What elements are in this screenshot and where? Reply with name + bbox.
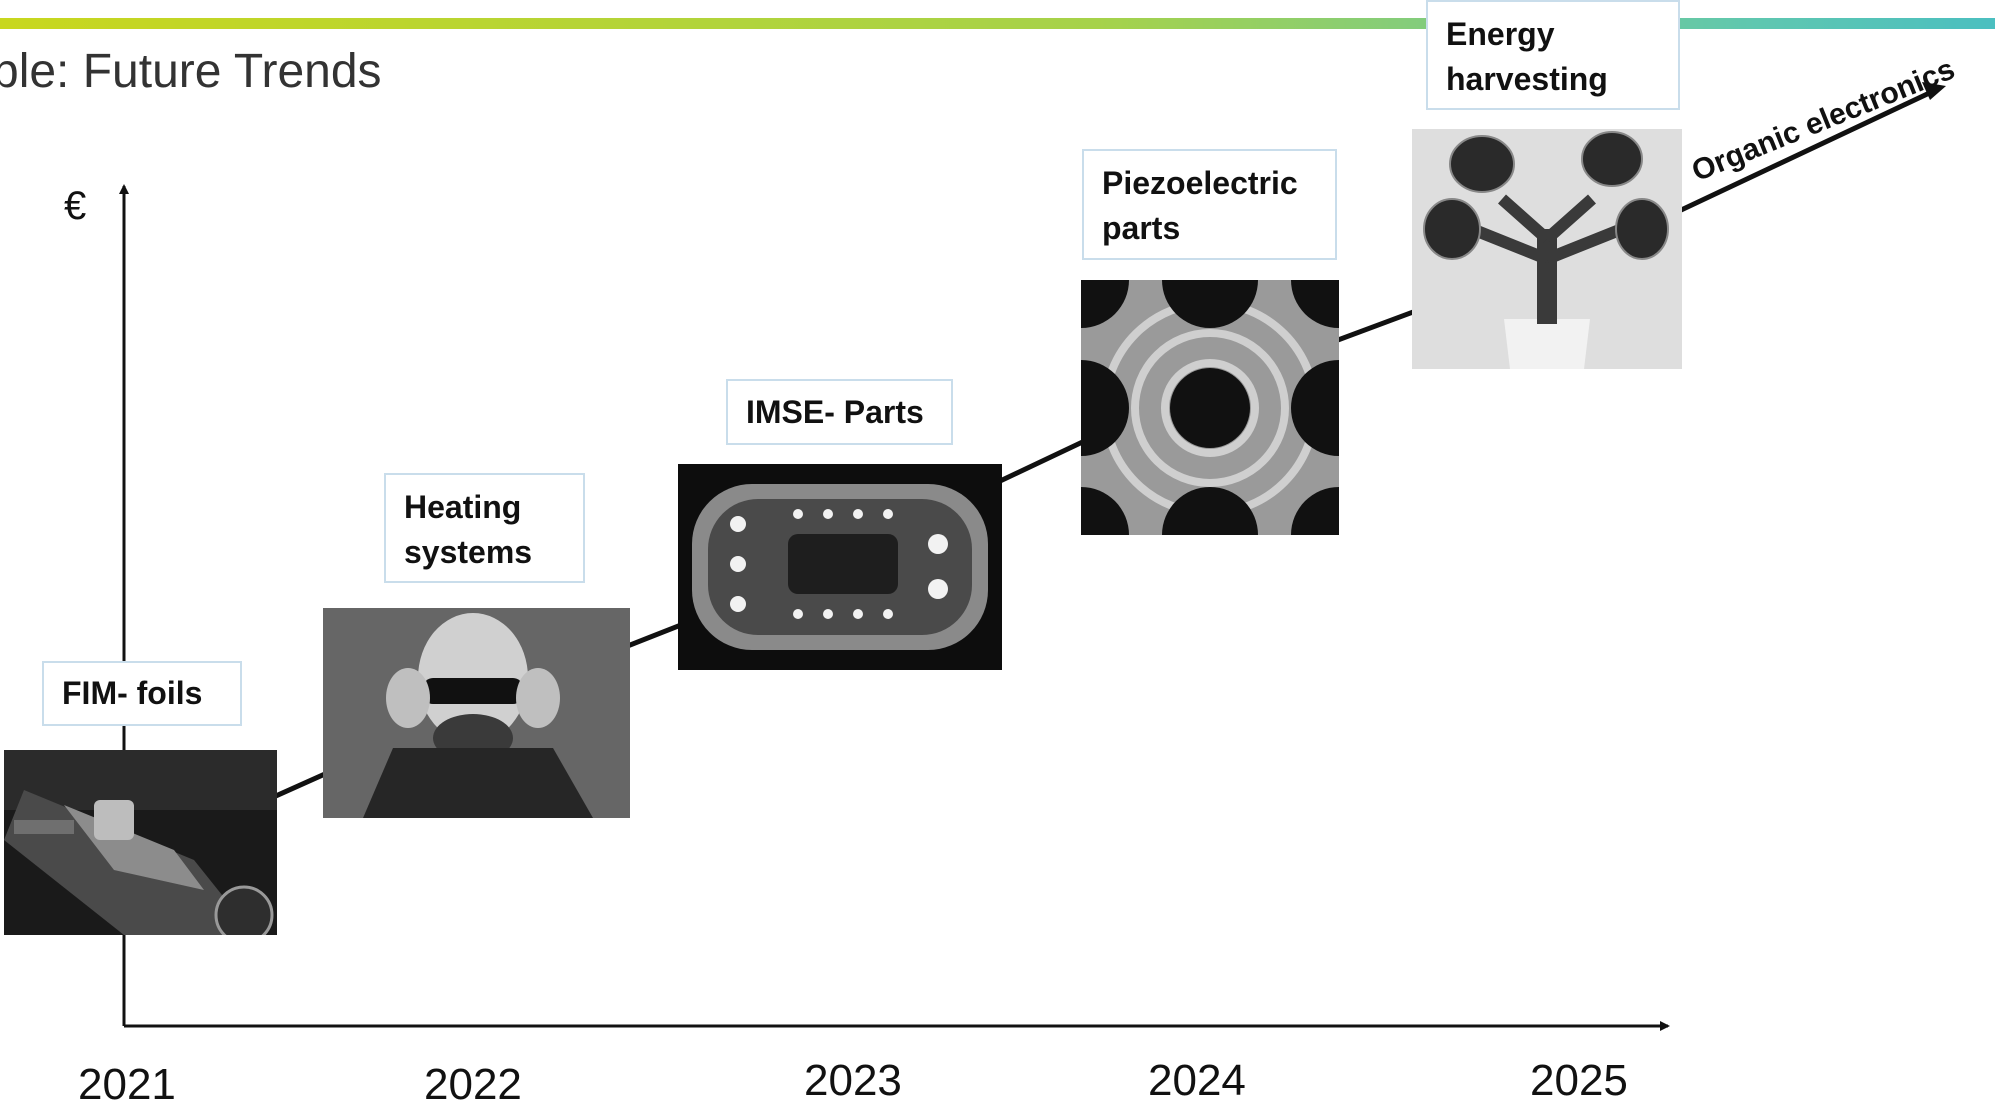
accent-gradient-bar	[0, 18, 1995, 29]
energy-tree-photo	[1412, 129, 1682, 369]
car-console-photo	[4, 750, 277, 935]
heating-glasses-photo	[323, 608, 630, 818]
piezo-pattern-photo	[1081, 280, 1339, 535]
stage-label-piezoelectric-parts: Piezoelectric parts	[1082, 149, 1337, 260]
year-2025: 2025	[1530, 1056, 1628, 1105]
imse-part-photo	[678, 464, 1002, 670]
year-2024: 2024	[1148, 1056, 1246, 1105]
stage-label-imse-parts: IMSE- Parts	[726, 379, 953, 445]
year-2023: 2023	[804, 1056, 902, 1105]
stage-label-energy-harvesting: Energy harvesting	[1426, 0, 1680, 110]
year-2022: 2022	[424, 1060, 522, 1109]
stage-label-fim-foils: FIM- foils	[42, 661, 242, 726]
slide-title: ple: Future Trends	[0, 45, 382, 98]
y-axis-label: €	[64, 184, 87, 228]
year-2021: 2021	[78, 1060, 176, 1109]
trend-arrowhead	[1922, 82, 1946, 100]
stage-label-heating-systems: Heating systems	[384, 473, 585, 583]
